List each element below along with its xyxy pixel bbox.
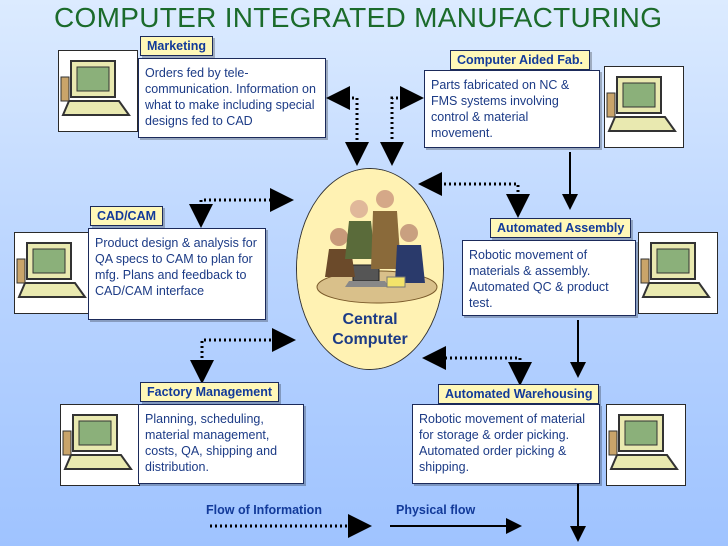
factory-description: Planning, scheduling, material managemen…: [138, 404, 304, 484]
assembly-description: Robotic movement of materials & assembly…: [462, 240, 636, 316]
caf-description: Parts fabricated on NC & FMS systems inv…: [424, 70, 600, 148]
info-flow-assembly: [418, 172, 530, 218]
warehousing-description: Robotic movement of material for storage…: [412, 404, 600, 484]
computer-icon: [604, 66, 684, 148]
cadcam-description: Product design & analysis for QA specs t…: [88, 228, 266, 320]
factory-label: Factory Management: [140, 382, 280, 402]
info-flow-marketing: [326, 86, 369, 166]
assembly-label: Automated Assembly: [490, 218, 632, 238]
info-flow-factory: [190, 328, 296, 384]
marketing-description: Orders fed by tele-communication. Inform…: [138, 58, 326, 138]
warehousing-label: Automated Warehousing: [438, 384, 600, 404]
legend-information-flow: Flow of Information: [206, 503, 322, 517]
info-flow-warehousing: [422, 346, 532, 386]
computer-icon: [638, 232, 718, 314]
computer-icon: [60, 404, 140, 486]
cadcam-label: CAD/CAM: [90, 206, 164, 226]
info-flow-caf: [380, 86, 424, 166]
computer-icon: [606, 404, 686, 486]
team-meeting-icon: [297, 169, 443, 369]
marketing-label: Marketing: [140, 36, 214, 56]
computer-icon: [14, 232, 94, 314]
central-line2: Computer: [332, 331, 408, 348]
computer-icon: [58, 50, 138, 132]
caf-label: Computer Aided Fab.: [450, 50, 590, 70]
page-title: COMPUTER INTEGRATED MANUFACTURING: [54, 2, 663, 33]
legend-physical-flow: Physical flow: [396, 503, 476, 517]
central-computer: [296, 168, 444, 370]
central-computer-label: Central Computer: [320, 310, 420, 350]
central-line1: Central: [342, 311, 398, 328]
info-flow-cadcam: [189, 188, 294, 228]
